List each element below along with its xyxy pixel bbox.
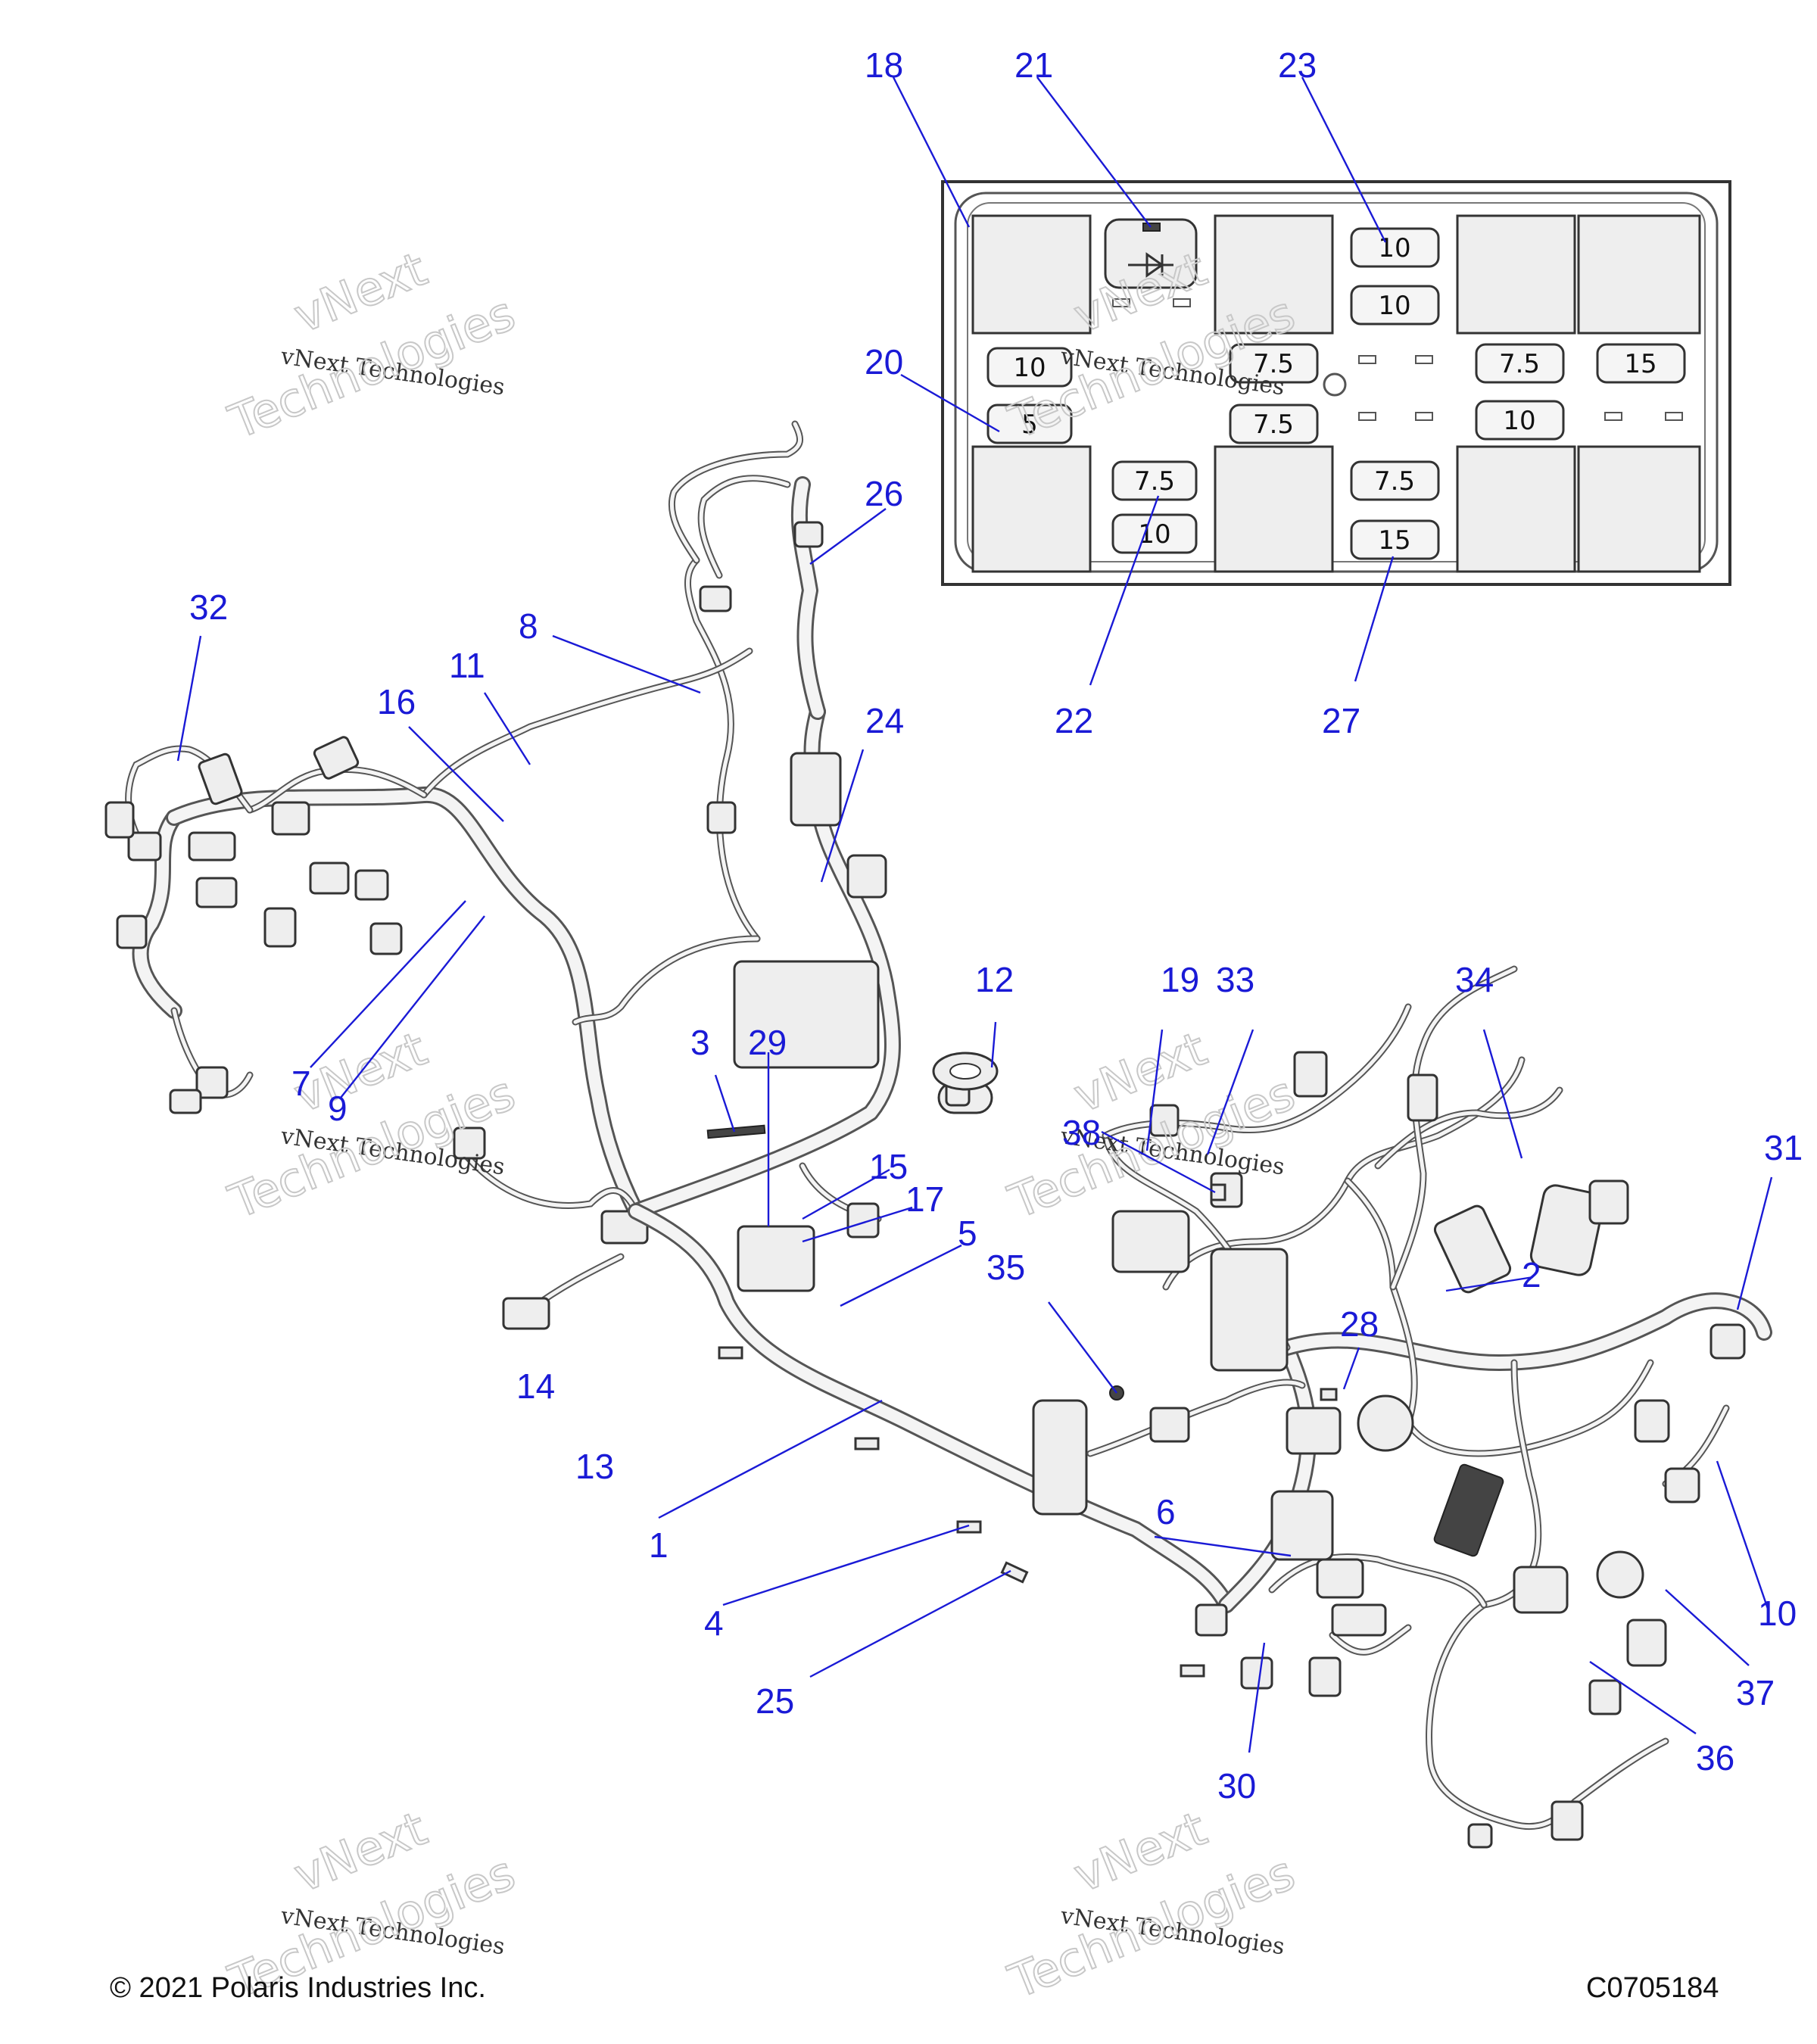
relay: [1577, 214, 1701, 335]
relay: [1577, 445, 1701, 573]
callout-14: 14: [516, 1366, 555, 1406]
callout-15: 15: [869, 1147, 908, 1186]
ecu-connector: [1032, 1399, 1088, 1516]
callout-16: 16: [377, 682, 416, 721]
callout-20: 20: [865, 342, 903, 382]
control-module: [1529, 1184, 1605, 1276]
callout-34: 34: [1455, 960, 1494, 999]
watermark-3: vNext vNext Technologies Technologies: [220, 1020, 523, 1230]
callout-3: 3: [690, 1023, 710, 1062]
relay: [1214, 445, 1334, 573]
callout-28: 28: [1340, 1304, 1379, 1344]
callout-7: 7: [291, 1064, 311, 1103]
fuse-rating-label: 10: [1503, 406, 1535, 436]
fuse-rating-label: 7.5: [1253, 349, 1294, 379]
callout-36: 36: [1696, 1738, 1734, 1778]
callout-13: 13: [575, 1447, 614, 1486]
callout-4: 4: [704, 1603, 724, 1643]
relay: [1456, 445, 1576, 573]
callout-33: 33: [1216, 960, 1254, 999]
relay: [971, 214, 1092, 335]
figure-id: C0705184: [1586, 1972, 1719, 2004]
relay: [1214, 214, 1334, 335]
watermark-1: vNext vNext Technologies Technologies: [220, 240, 523, 450]
callout-18: 18: [865, 45, 903, 85]
callout-17: 17: [905, 1179, 944, 1219]
callout-1: 1: [649, 1525, 669, 1565]
fuse-rating-label: 7.5: [1499, 349, 1540, 379]
callout-8: 8: [519, 606, 538, 646]
callout-30: 30: [1217, 1766, 1256, 1806]
diode-module: [1104, 218, 1198, 289]
callout-31: 31: [1764, 1128, 1803, 1167]
callout-22: 22: [1055, 701, 1093, 740]
callouts: 18 21 23 20 26 22 27 32 8 11 16 24 7 9 3…: [189, 45, 1803, 1806]
callout-10: 10: [1758, 1594, 1797, 1633]
callout-24: 24: [865, 701, 904, 740]
fuse-rating-label: 10: [1013, 353, 1046, 383]
callout-5: 5: [958, 1214, 977, 1253]
fuse-rating-label: 7.5: [1253, 410, 1294, 440]
callout-26: 26: [865, 474, 903, 513]
main-harness: [628, 965, 1772, 1849]
callout-21: 21: [1014, 45, 1053, 85]
callout-9: 9: [328, 1089, 348, 1128]
fuse-rating-label: 7.5: [1374, 466, 1415, 497]
fuse-rating-label: 5: [1021, 410, 1038, 440]
watermark-4: vNext vNext Technologies Technologies: [1000, 1020, 1303, 1230]
callout-27: 27: [1322, 701, 1360, 740]
callout-6: 6: [1156, 1492, 1176, 1531]
front-harness: [104, 420, 993, 1330]
callout-2: 2: [1522, 1255, 1541, 1295]
leader-lines: [176, 76, 1773, 1753]
watermark-6: vNext vNext Technologies Technologies: [1000, 1799, 1303, 2010]
relay: [1456, 214, 1576, 335]
callout-35: 35: [986, 1248, 1025, 1287]
copyright-text: © 2021 Polaris Industries Inc.: [110, 1972, 486, 2004]
fuse-box: 10 5 7.5 10 7.5 7.5 10 10 7.5 15 7.5 10 …: [941, 180, 1731, 586]
fuse-rating-label: 10: [1378, 291, 1410, 321]
fuse-rating-label: 15: [1378, 525, 1410, 556]
fuse-rating-label: 7.5: [1134, 466, 1175, 497]
callout-12: 12: [975, 960, 1014, 999]
fuse-rating-label: 10: [1138, 519, 1170, 550]
callout-29: 29: [748, 1023, 787, 1062]
relay: [971, 445, 1092, 573]
loose-parts: [706, 1052, 1338, 1678]
callout-37: 37: [1736, 1673, 1775, 1712]
fuse-rating-label: 15: [1624, 349, 1656, 379]
callout-32: 32: [189, 587, 228, 627]
callout-11: 11: [449, 646, 485, 685]
callout-38: 38: [1062, 1113, 1101, 1152]
callout-23: 23: [1278, 45, 1317, 85]
callout-19: 19: [1161, 960, 1199, 999]
callout-25: 25: [756, 1681, 794, 1721]
